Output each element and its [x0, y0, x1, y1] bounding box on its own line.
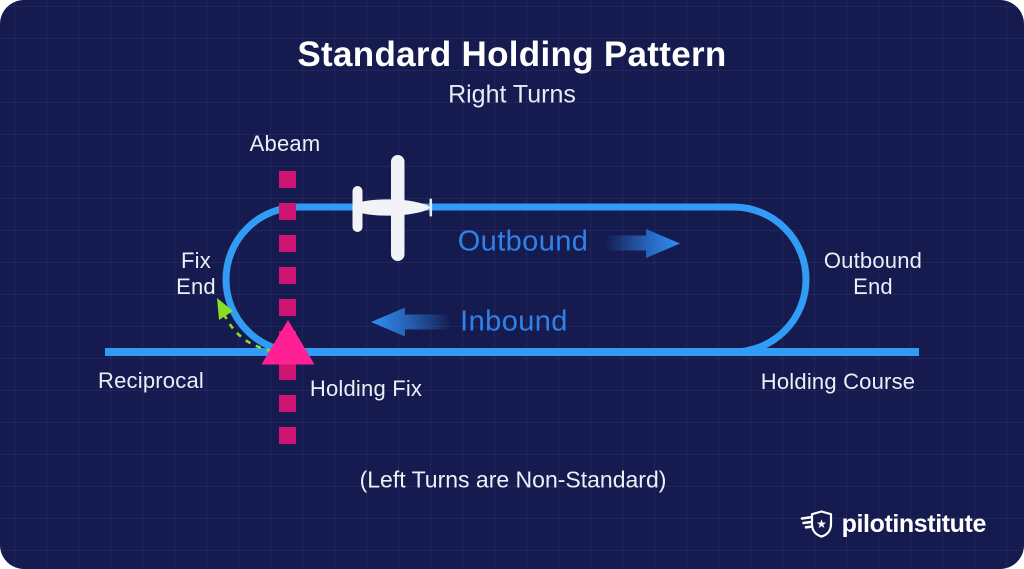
- outbound-leg-label: Outbound: [457, 225, 589, 258]
- airplane-top-view-icon: [352, 155, 433, 261]
- non-standard-note: (Left Turns are Non-Standard): [359, 466, 667, 493]
- reciprocal-label: Reciprocal: [98, 368, 204, 394]
- inbound-arrow-icon: [371, 307, 449, 337]
- inbound-leg-label: Inbound: [460, 305, 568, 338]
- abeam-label: Abeam: [249, 131, 321, 157]
- green-dashed-turn-arrow-icon: [217, 298, 273, 353]
- winged-shield-star-icon: ★: [800, 510, 832, 538]
- page-subtitle: Right Turns: [448, 80, 576, 109]
- pilotinstitute-logo: ★ pilotinstitute: [799, 506, 986, 542]
- outbound-end-label: Outbound End: [823, 248, 923, 299]
- logo-wordmark: pilotinstitute: [841, 509, 987, 538]
- holding-fix-label: Holding Fix: [309, 376, 423, 402]
- holding-fix-triangle-icon: [261, 320, 315, 365]
- racetrack-pattern-outline: [222, 203, 810, 356]
- holding-course-label: Holding Course: [760, 369, 916, 395]
- fix-end-label: Fix End: [176, 248, 216, 299]
- page-title: Standard Holding Pattern: [297, 35, 727, 74]
- svg-text:★: ★: [816, 517, 827, 531]
- outbound-arrow-icon: [607, 229, 680, 258]
